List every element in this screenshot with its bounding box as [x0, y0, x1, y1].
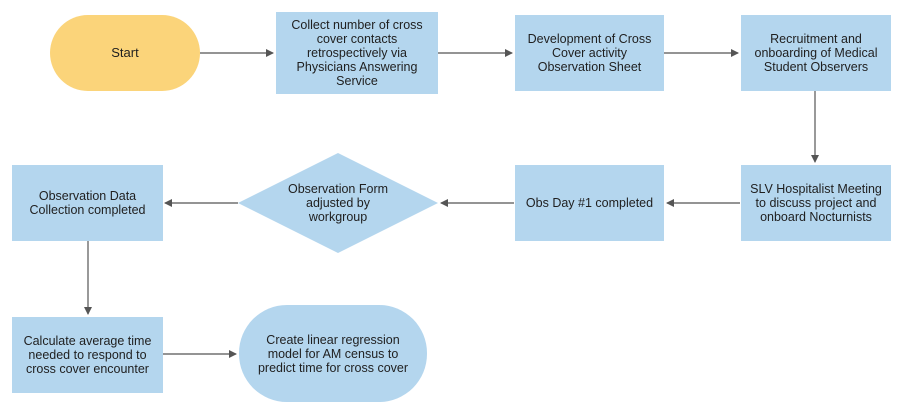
hospitalist-meeting-label: SLV Hospitalist Meeting to discuss proje…	[750, 182, 882, 224]
form-adjusted-label: Observation Form adjusted by workgroup	[287, 182, 389, 224]
regression-model-node: Create linear regression model for AM ce…	[239, 305, 427, 402]
data-collection-label: Observation Data Collection completed	[29, 189, 146, 217]
form-adjusted-diamond	[238, 153, 438, 253]
collect-contacts-node: Collect number of cross cover contacts r…	[276, 12, 438, 94]
recruit-observers-label: Recruitment and onboarding of Medical St…	[754, 32, 878, 74]
start-label: Start	[111, 45, 139, 60]
data-collection-node: Observation Data Collection completed	[12, 165, 163, 241]
obs-day-node: Obs Day #1 completed	[515, 165, 664, 241]
calculate-time-node: Calculate average time needed to respond…	[12, 317, 163, 393]
recruit-observers-node: Recruitment and onboarding of Medical St…	[741, 15, 891, 91]
obs-day-label: Obs Day #1 completed	[525, 196, 654, 210]
calculate-time-label: Calculate average time needed to respond…	[23, 334, 152, 376]
collect-contacts-label: Collect number of cross cover contacts r…	[291, 18, 423, 88]
form-adjusted-label-box: Observation Form adjusted by workgroup	[278, 173, 398, 233]
regression-model-label: Create linear regression model for AM ce…	[257, 332, 409, 375]
develop-sheet-label: Development of Cross Cover activity Obse…	[527, 32, 652, 74]
develop-sheet-node: Development of Cross Cover activity Obse…	[515, 15, 664, 91]
start-node: Start	[50, 15, 200, 91]
hospitalist-meeting-node: SLV Hospitalist Meeting to discuss proje…	[741, 165, 891, 241]
